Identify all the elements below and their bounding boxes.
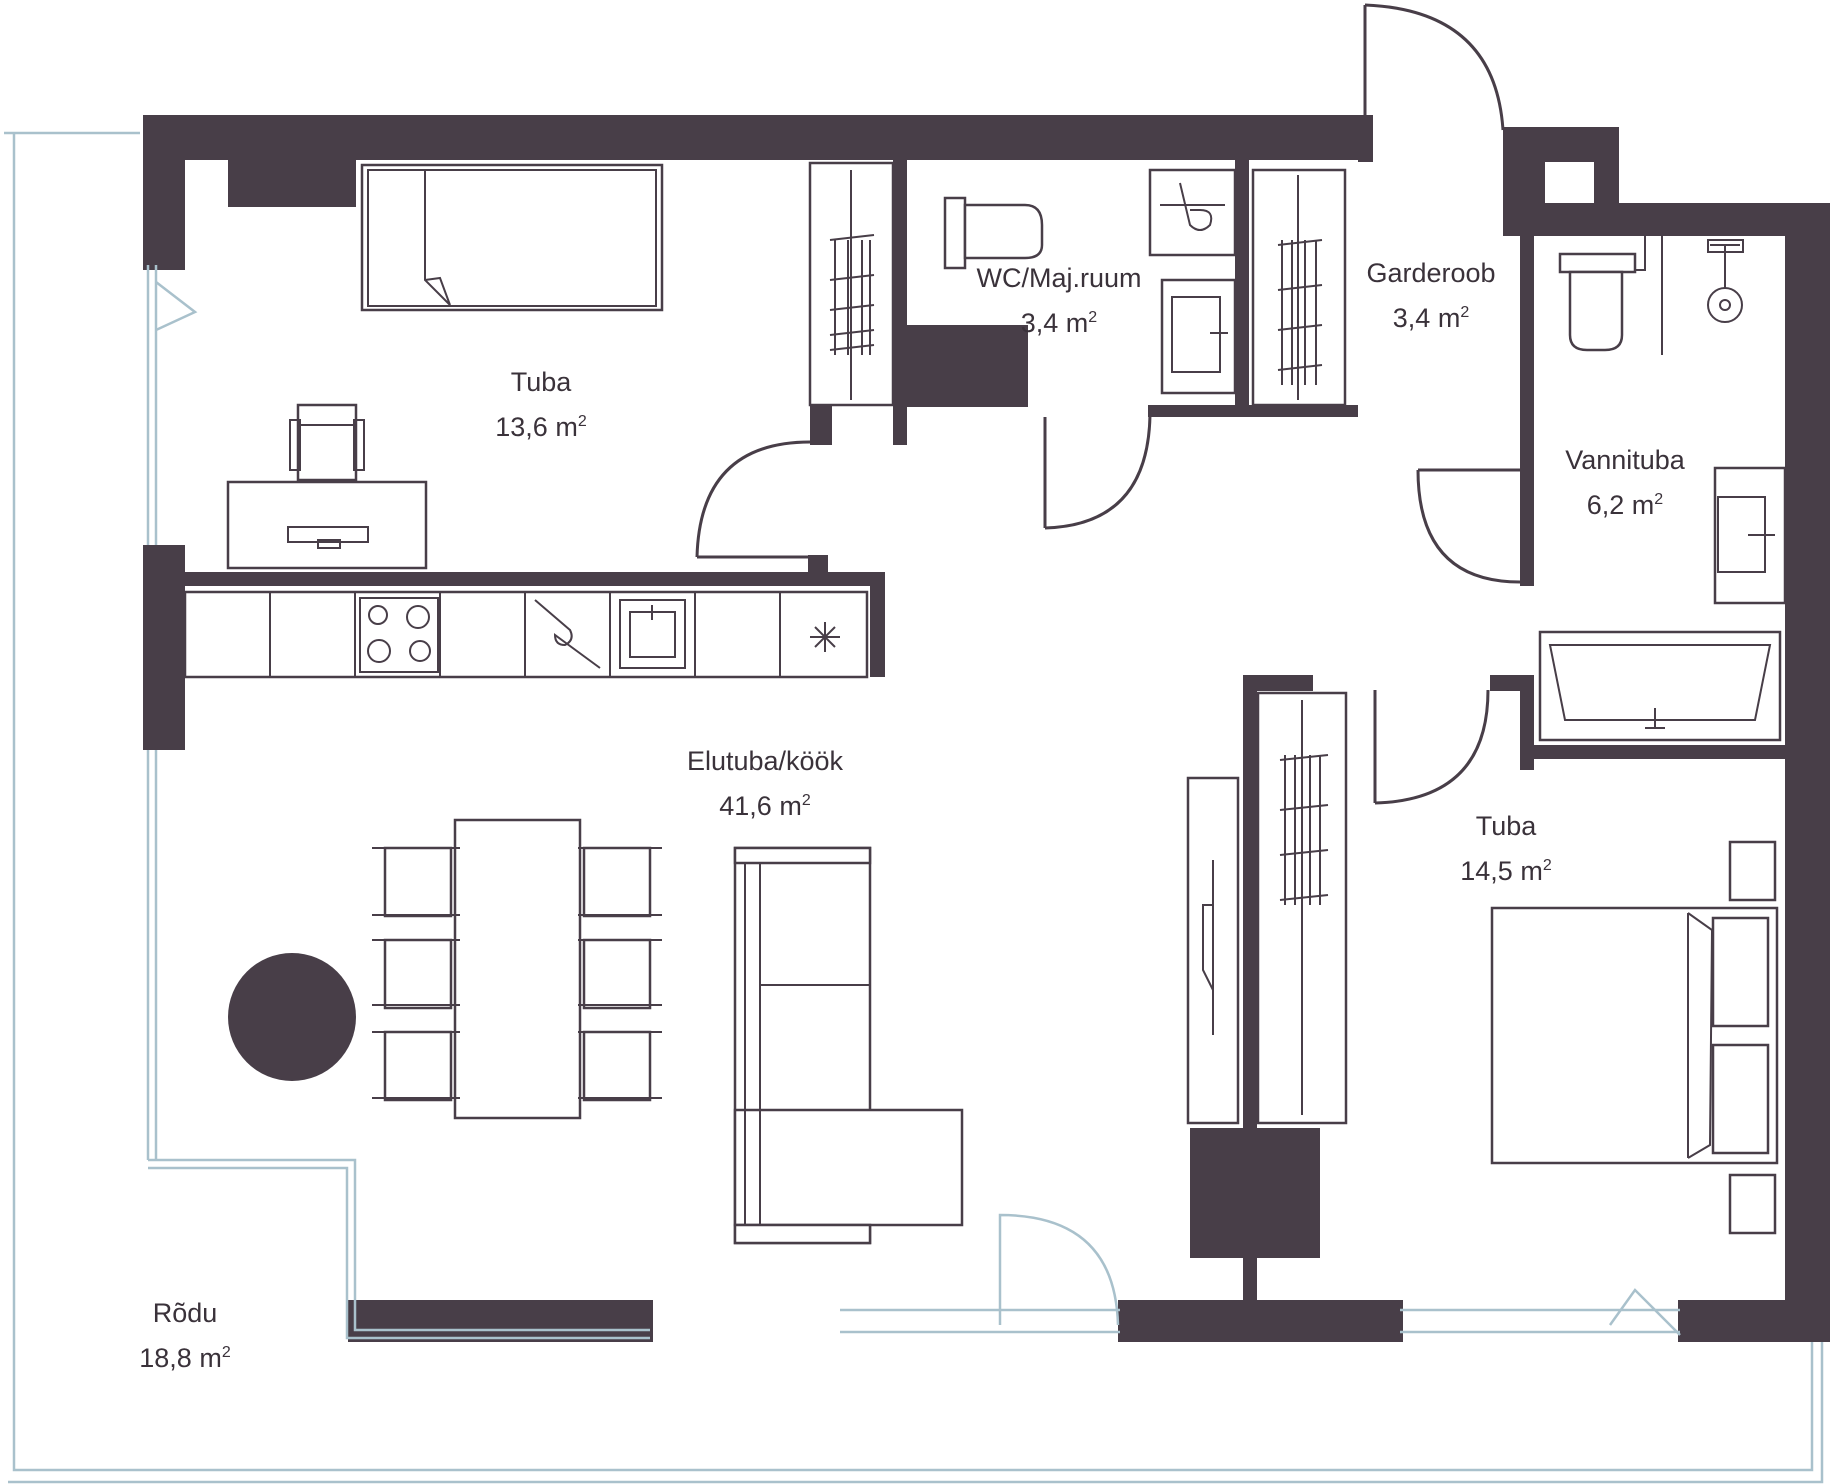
area-unit-sup: 2 [1542,857,1552,874]
sofa [733,846,964,1245]
room-label-garderoob: Garderoob 3,4 m2 [1366,253,1495,338]
room-name: Garderoob [1366,258,1496,288]
room-area: 6,2 m [1586,490,1655,520]
room-name: Tuba [510,367,572,397]
room-area: 18,8 m [139,1343,222,1373]
room-area: 13,6 m [495,412,578,442]
dining-table [453,818,582,1120]
kitchen-counter [183,590,869,679]
double-bed [1490,906,1779,1165]
area-unit-sup: 2 [801,792,811,809]
desk [226,480,428,570]
round-table [228,953,356,1081]
balcony-outline [4,131,1824,1484]
room-label-tuba-1: Tuba 13,6 m2 [495,362,586,447]
area-unit-sup: 2 [1654,491,1664,508]
stove-icon [359,597,439,673]
bathroom-toilet [1558,236,1646,352]
wardrobe-bedroom-2 [1256,691,1348,1125]
room-name: Elutuba/köök [686,746,844,776]
nightstands [1728,840,1777,1235]
room-label-wc: WC/Maj.ruum 3,4 m2 [976,258,1141,343]
doors [695,3,1521,805]
room-area: 3,4 m [1392,303,1461,333]
windows [146,265,1681,1340]
room-area: 41,6 m [719,791,802,821]
shower [1661,236,1744,355]
room-name: WC/Maj.ruum [976,263,1142,293]
wardrobe-bedroom [808,161,895,407]
room-name: Vannituba [1565,445,1685,475]
dining-chairs [372,846,662,1102]
area-unit-sup: 2 [577,413,587,430]
washing-machine [1148,168,1237,257]
desk-chair [289,403,365,482]
room-label-vannituba: Vannituba 6,2 m2 [1565,440,1685,525]
room-area: 14,5 m [1460,856,1543,886]
wc-toilet [943,196,1044,270]
wc-sink [1160,278,1237,395]
room-label-tuba-2: Tuba 14,5 m2 [1460,806,1551,891]
kitchen-sink-icon [619,599,686,669]
tv-unit [1186,776,1240,1125]
area-unit-sup: 2 [1088,309,1098,326]
interior-walls [185,155,1790,1305]
bathroom-sink [1713,466,1787,605]
exterior-walls [143,115,1830,1342]
area-unit-sup: 2 [221,1344,231,1361]
single-bed [360,163,664,312]
room-name: Tuba [1475,811,1537,841]
dishwasher-icon [534,599,601,669]
room-name: Rõdu [152,1298,218,1328]
fridge-icon [810,622,840,652]
room-label-elutuba: Elutuba/köök 41,6 m2 [687,741,843,826]
room-label-rodu: Rõdu 18,8 m2 [139,1293,230,1378]
wardrobe-garderoob [1251,168,1347,407]
bathtub [1538,630,1782,742]
room-area: 3,4 m [1020,308,1089,338]
area-unit-sup: 2 [1460,304,1470,321]
